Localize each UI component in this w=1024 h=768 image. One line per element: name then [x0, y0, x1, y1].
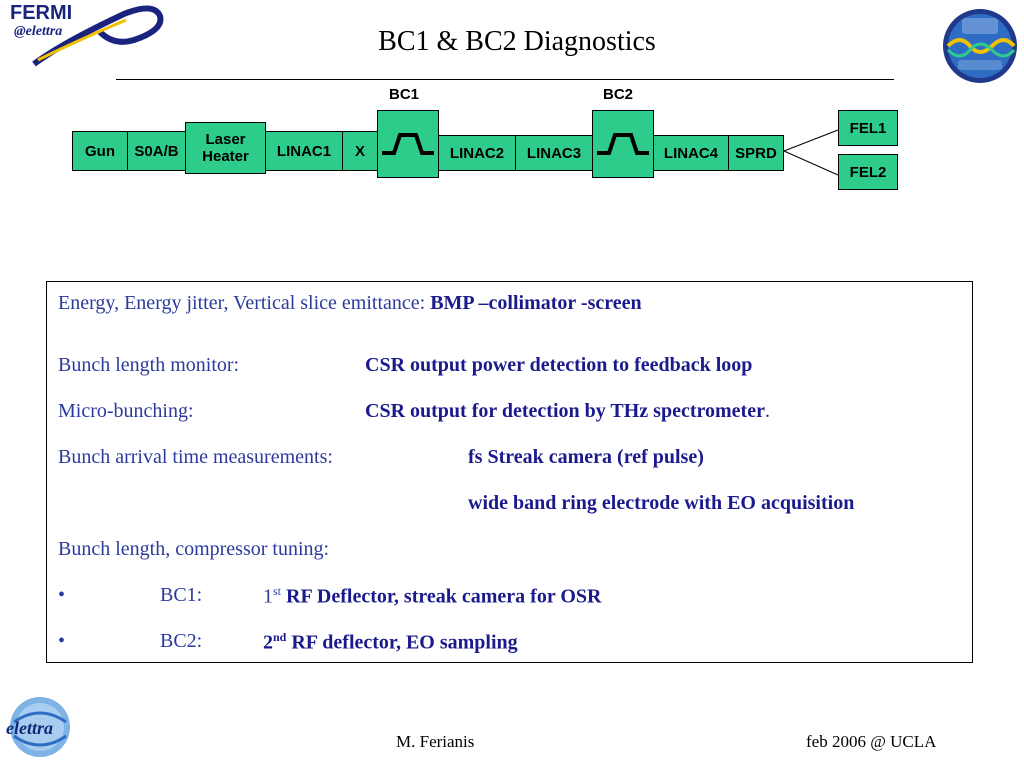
block-bc1 [377, 110, 439, 178]
block-sprd: SPRD [728, 135, 784, 171]
bc2-item-value: 2nd RF deflector, EO sampling [263, 630, 518, 655]
bc1-item-value: 1st RF Deflector, streak camera for OSR [263, 584, 601, 609]
panel-line-energy: Energy, Energy jitter, Vertical slice em… [58, 292, 642, 315]
block-bc2 [592, 110, 654, 178]
block-fel1: FEL1 [838, 110, 898, 146]
bc1-ordinal-suffix: st [273, 584, 282, 598]
bc2-item-label: BC2: [160, 630, 203, 652]
bullet-bc2: • [58, 630, 66, 652]
arrival-time-value-2: wide band ring electrode with EO acquisi… [468, 492, 855, 514]
micro-bunching-value: CSR output for detection by THz spectrom… [365, 400, 770, 423]
elettra-globe-icon [10, 697, 70, 757]
bc2-label: BC2 [603, 86, 634, 103]
fermi-logo-text: FERMI [10, 2, 73, 24]
energy-value: BMP –collimator -screen [430, 292, 642, 314]
bc1-item-label: BC1: [160, 584, 203, 606]
energy-label: Energy, Energy jitter, Vertical slice em… [58, 292, 431, 314]
fermi-logo-subtext: @elettra [14, 24, 63, 39]
arrival-time-value-1: fs Streak camera (ref pulse) [468, 446, 704, 468]
fermi-swoosh-icon [32, 5, 164, 67]
block-linac3: LINAC3 [515, 135, 593, 171]
bc2-ordinal: 2 [263, 631, 273, 654]
elettra-logo: elettra [4, 692, 76, 762]
block-linac2: LINAC2 [438, 135, 516, 171]
footer-author: M. Ferianis [396, 732, 475, 751]
block-linac1: LINAC1 [265, 131, 343, 171]
bc2-chicane-icon [597, 133, 649, 155]
bc1-label: BC1 [389, 86, 420, 103]
beam-instrumentation-logo [940, 4, 1020, 84]
block-gun: Gun [72, 131, 128, 171]
block-fel2: FEL2 [838, 154, 898, 190]
fermi-elettra-logo: FERMI @elettra [4, 2, 164, 68]
block-s0ab: S0A/B [127, 131, 186, 171]
footer-date: feb 2006 @ UCLA [806, 732, 937, 751]
beam-instrumentation-globe-icon [943, 9, 1017, 83]
micro-bunching-label: Micro-bunching: [58, 400, 194, 422]
bc2-item-text: RF deflector, EO sampling [286, 631, 518, 654]
block-linac4: LINAC4 [653, 135, 729, 171]
diagnostics-panel: Energy, Energy jitter, Vertical slice em… [46, 281, 973, 663]
bunch-length-monitor-label: Bunch length monitor: [58, 354, 240, 376]
bc2-ordinal-suffix: nd [273, 630, 287, 644]
micro-bunching-suffix: . [764, 400, 770, 422]
title-divider [116, 79, 894, 80]
arrival-time-label: Bunch arrival time measurements: [58, 446, 333, 468]
elettra-logo-text: elettra [6, 718, 53, 738]
bc1-chicane-icon [382, 133, 434, 155]
micro-bunching-value-text: CSR output for detection by THz spectrom… [365, 400, 765, 422]
bunch-length-monitor-value: CSR output power detection to feedback l… [365, 354, 753, 376]
compressor-tuning-label: Bunch length, compressor tuning: [58, 538, 330, 560]
bc1-item-text: RF Deflector, streak camera for OSR [281, 585, 602, 608]
block-laser-heater: Laser Heater [185, 122, 266, 174]
bullet-bc1: • [58, 584, 66, 606]
block-x: X [342, 131, 378, 171]
bc1-ordinal: 1 [263, 585, 273, 608]
beamline-connectors [783, 129, 839, 176]
page-title: BC1 & BC2 Diagnostics [378, 26, 656, 57]
